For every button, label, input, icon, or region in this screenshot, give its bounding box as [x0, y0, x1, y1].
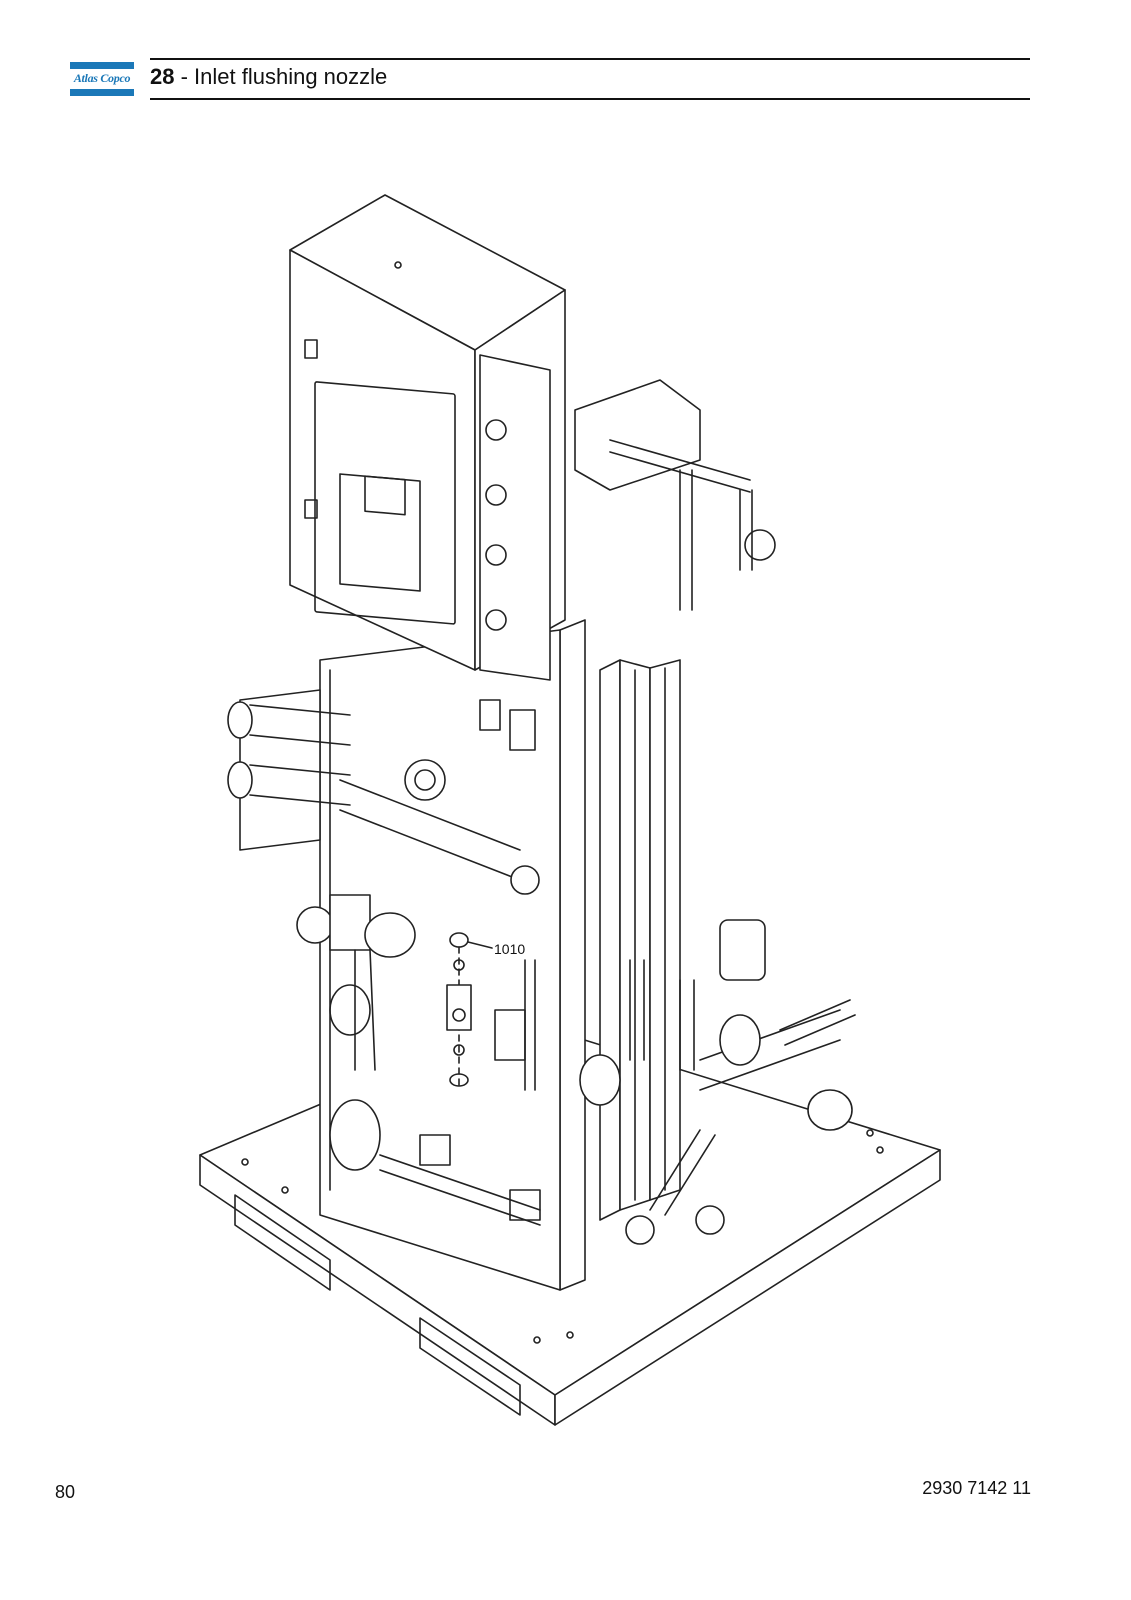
machine-illustration — [199, 194, 941, 1426]
part-callout-1010: 1010 — [494, 941, 526, 957]
exploded-view-drawing — [180, 190, 980, 1450]
document-number: 2930 7142 11 — [922, 1478, 1031, 1498]
upper-valve-block — [574, 379, 776, 611]
right-column — [599, 659, 681, 1221]
gauge-panel — [479, 354, 551, 681]
header-bottom-rule — [150, 98, 1030, 100]
section-number: 28 — [150, 64, 175, 89]
page-number: 80 — [55, 1482, 76, 1502]
logo-bottom-bar — [70, 89, 134, 96]
logo-text: Atlas Copco — [73, 71, 131, 85]
logo-top-bar — [70, 62, 134, 69]
flow-meter-parts — [446, 932, 536, 1091]
left-manifold — [227, 689, 351, 851]
page-title: 28 - Inlet flushing nozzle — [150, 64, 387, 90]
atlas-copco-logo: Atlas Copco — [70, 62, 134, 96]
section-separator: - — [174, 64, 195, 89]
section-title: Inlet flushing nozzle — [194, 64, 388, 89]
vertical-frame-plate — [319, 619, 586, 1291]
header-top-rule — [150, 58, 1030, 60]
central-manifold — [339, 699, 540, 895]
lower-right-assembly — [579, 919, 856, 1245]
regulator-assembly — [296, 894, 541, 1226]
